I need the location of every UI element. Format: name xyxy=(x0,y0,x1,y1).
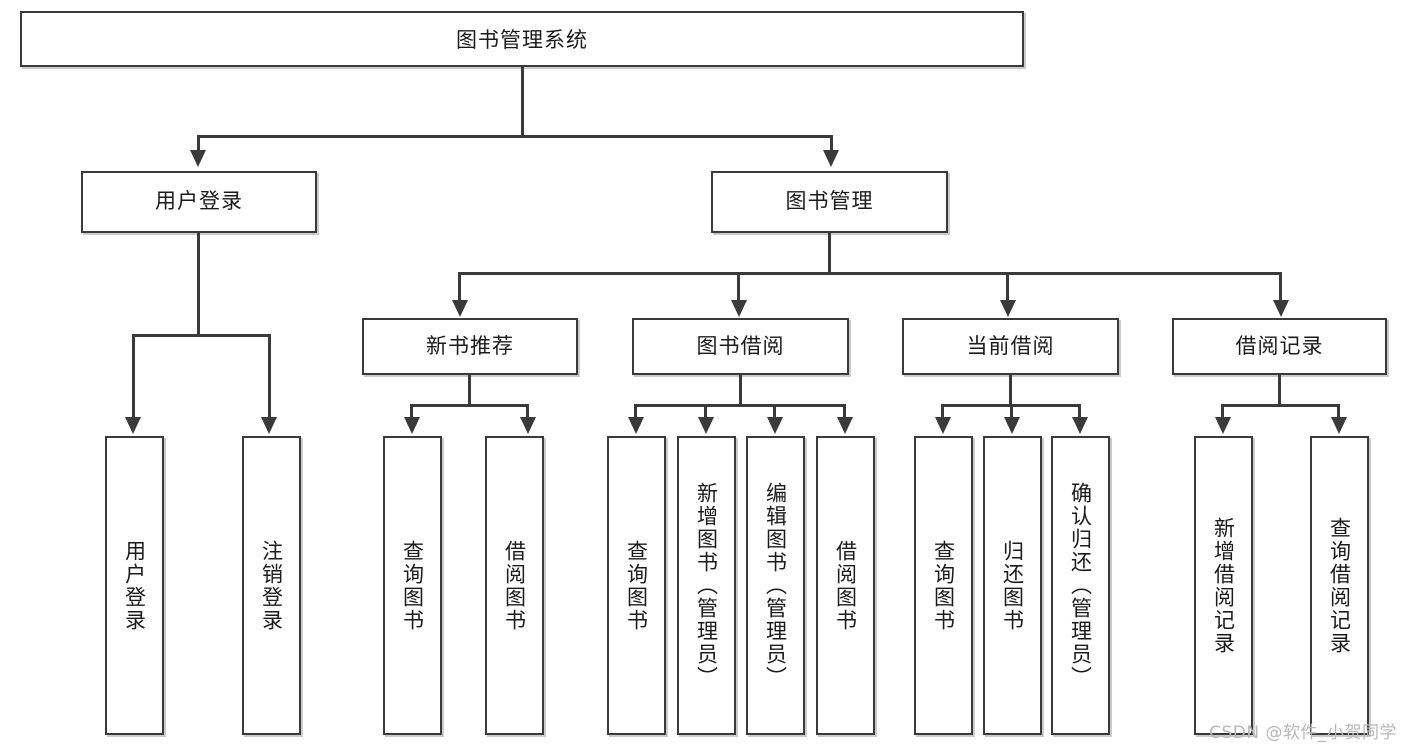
edge-root-to-book-manage xyxy=(830,135,833,153)
node-label: 查询借阅记录 xyxy=(1327,516,1352,655)
arrow-to-leaf-confirm-return xyxy=(1072,417,1088,434)
node-label: 编辑图书（管理员） xyxy=(763,482,788,689)
edge-current-borrow-drop-2 xyxy=(1010,404,1013,420)
node-leaf-borrow-book-2[interactable]: 借阅图书 xyxy=(816,436,875,735)
edge-current-borrow-drop-1 xyxy=(941,404,944,420)
node-leaf-confirm-return[interactable]: 确认归还（管理员） xyxy=(1051,436,1110,735)
arrow-to-leaf-query-book-3 xyxy=(935,417,951,434)
edge-book-manage-stem xyxy=(828,233,831,275)
node-new-book-recommend[interactable]: 新书推荐 xyxy=(362,318,578,375)
edge-book-borrow-drop-2 xyxy=(704,404,707,420)
node-label: 新增借阅记录 xyxy=(1211,516,1236,655)
node-book-manage[interactable]: 图书管理 xyxy=(711,171,948,233)
arrow-to-leaf-borrow-book-1 xyxy=(520,417,536,434)
edge-book-borrow-drop-3 xyxy=(773,404,776,420)
node-leaf-add-record[interactable]: 新增借阅记录 xyxy=(1194,436,1253,735)
arrow-to-leaf-user-login xyxy=(125,417,141,434)
edge-root-stem xyxy=(521,67,524,137)
edge-new-book-bus xyxy=(410,404,529,407)
edge-book-manage-drop-3 xyxy=(1006,272,1009,302)
node-current-borrow[interactable]: 当前借阅 xyxy=(902,318,1119,375)
edge-borrow-record-drop-2 xyxy=(1337,404,1340,420)
edge-borrow-record-stem xyxy=(1278,375,1281,406)
arrow-to-book-borrow xyxy=(731,300,747,317)
edge-book-manage-drop-2 xyxy=(737,272,740,302)
node-label: 新增图书（管理员） xyxy=(694,482,719,689)
edge-book-borrow-stem xyxy=(739,375,742,406)
node-label: 当前借阅 xyxy=(966,333,1055,358)
arrow-to-new-book-recommend xyxy=(452,300,468,317)
edge-borrow-record-drop-1 xyxy=(1221,404,1224,420)
node-leaf-borrow-book-1[interactable]: 借阅图书 xyxy=(485,436,544,735)
edge-new-book-drop-1 xyxy=(410,404,413,420)
node-leaf-logout-login[interactable]: 注销登录 xyxy=(242,436,301,735)
arrow-to-leaf-return-book xyxy=(1004,417,1020,434)
edge-root-to-user-login xyxy=(197,135,200,153)
edge-book-manage-drop-4 xyxy=(1279,272,1282,302)
arrow-to-leaf-query-record xyxy=(1331,417,1347,434)
edge-borrow-record-bus xyxy=(1221,404,1340,407)
edge-user-login-drop-2 xyxy=(268,334,271,420)
node-leaf-query-book-1[interactable]: 查询图书 xyxy=(383,436,442,735)
edge-current-borrow-stem xyxy=(1009,375,1012,406)
node-label: 图书借阅 xyxy=(696,333,785,358)
node-user-login[interactable]: 用户登录 xyxy=(81,171,317,233)
node-label: 查询图书 xyxy=(931,539,956,632)
node-label: 查询图书 xyxy=(400,539,425,632)
edge-user-login-drop-1 xyxy=(132,334,135,420)
arrow-to-leaf-add-record xyxy=(1215,417,1231,434)
node-book-borrow[interactable]: 图书借阅 xyxy=(632,318,849,375)
node-leaf-query-book-2[interactable]: 查询图书 xyxy=(607,436,666,735)
arrow-to-leaf-query-book-2 xyxy=(628,417,644,434)
node-label: 借阅记录 xyxy=(1235,333,1324,358)
node-leaf-return-book[interactable]: 归还图书 xyxy=(983,436,1042,735)
edge-user-login-stem xyxy=(197,233,200,336)
edge-book-borrow-drop-1 xyxy=(634,404,637,420)
arrow-to-leaf-logout-login xyxy=(261,417,277,434)
node-label: 归还图书 xyxy=(1000,539,1025,632)
node-label: 用户登录 xyxy=(122,539,147,632)
node-leaf-query-book-3[interactable]: 查询图书 xyxy=(914,436,973,735)
edge-new-book-stem xyxy=(468,375,471,406)
node-label: 查询图书 xyxy=(624,539,649,632)
node-label: 新书推荐 xyxy=(426,333,514,358)
node-leaf-user-login[interactable]: 用户登录 xyxy=(105,436,164,735)
edge-book-borrow-drop-4 xyxy=(843,404,846,420)
arrow-to-current-borrow xyxy=(1000,300,1016,317)
edge-root-bus xyxy=(197,135,833,138)
node-leaf-add-book[interactable]: 新增图书（管理员） xyxy=(677,436,736,735)
node-root-system[interactable]: 图书管理系统 xyxy=(20,11,1024,67)
node-label: 借阅图书 xyxy=(833,539,858,632)
node-label: 图书管理 xyxy=(785,189,874,214)
node-label: 图书管理系统 xyxy=(456,28,588,52)
node-label: 借阅图书 xyxy=(502,539,527,632)
arrow-to-leaf-borrow-book-2 xyxy=(837,417,853,434)
edge-new-book-drop-2 xyxy=(526,404,529,420)
edge-book-manage-bus xyxy=(458,272,1282,275)
node-leaf-edit-book[interactable]: 编辑图书（管理员） xyxy=(746,436,805,735)
node-label: 注销登录 xyxy=(259,539,284,632)
node-label: 用户登录 xyxy=(155,189,243,214)
arrow-to-leaf-edit-book xyxy=(767,417,783,434)
edge-user-login-bus xyxy=(132,334,270,337)
edge-book-manage-drop-1 xyxy=(458,272,461,302)
arrow-to-user-login xyxy=(190,150,206,167)
edge-book-borrow-bus xyxy=(634,404,846,407)
arrow-to-leaf-add-book xyxy=(698,417,714,434)
arrow-to-leaf-query-book-1 xyxy=(404,417,420,434)
edge-current-borrow-drop-3 xyxy=(1078,404,1081,420)
arrow-to-borrow-record xyxy=(1273,300,1289,317)
watermark-text: CSDN @软件_小贺同学 xyxy=(1209,723,1397,743)
node-label: 确认归还（管理员） xyxy=(1068,482,1093,689)
node-leaf-query-record[interactable]: 查询借阅记录 xyxy=(1310,436,1369,735)
node-borrow-record[interactable]: 借阅记录 xyxy=(1172,318,1387,375)
arrow-to-book-manage xyxy=(823,150,839,167)
